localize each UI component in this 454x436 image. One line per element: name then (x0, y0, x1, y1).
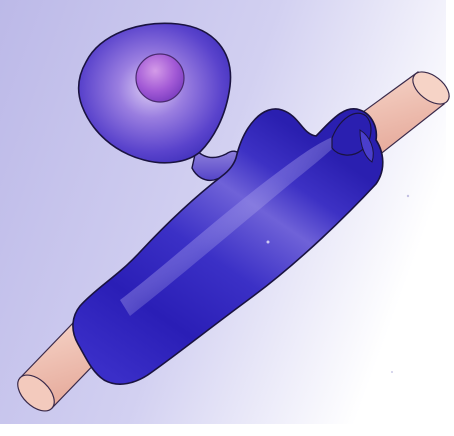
speck (391, 371, 393, 373)
nucleus (136, 54, 184, 102)
speck (267, 241, 270, 244)
paper-margin-right (446, 0, 454, 436)
paper-margin-bottom (0, 424, 454, 436)
speck (407, 195, 409, 197)
